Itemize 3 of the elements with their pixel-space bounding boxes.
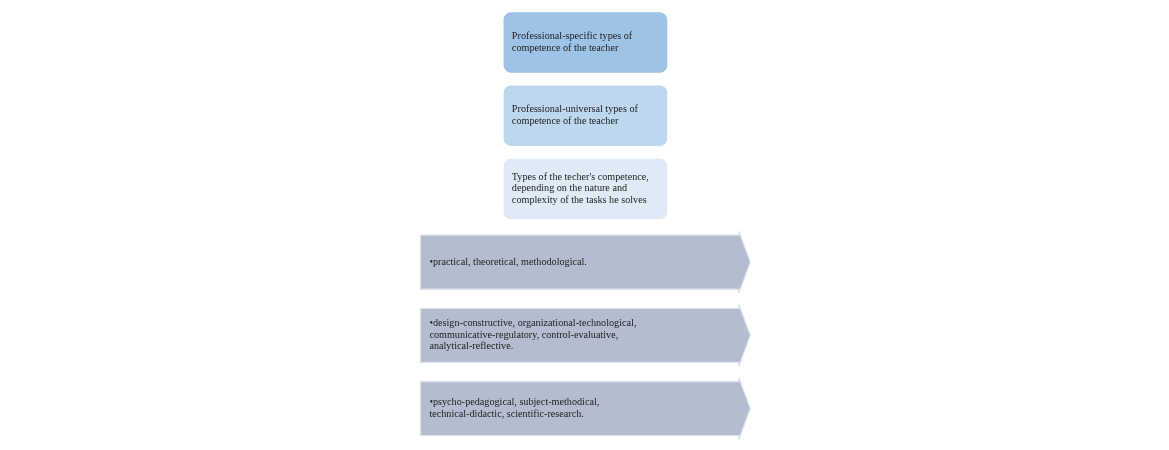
node-box: Types of the techer's competence, depending on the nature and complexity of the tasks he solves: [501, 156, 668, 220]
node-box: Professional-universal types of competence of the teacher: [501, 83, 668, 147]
node-box: Professional-specific types of competence of the teacher: [501, 10, 668, 74]
